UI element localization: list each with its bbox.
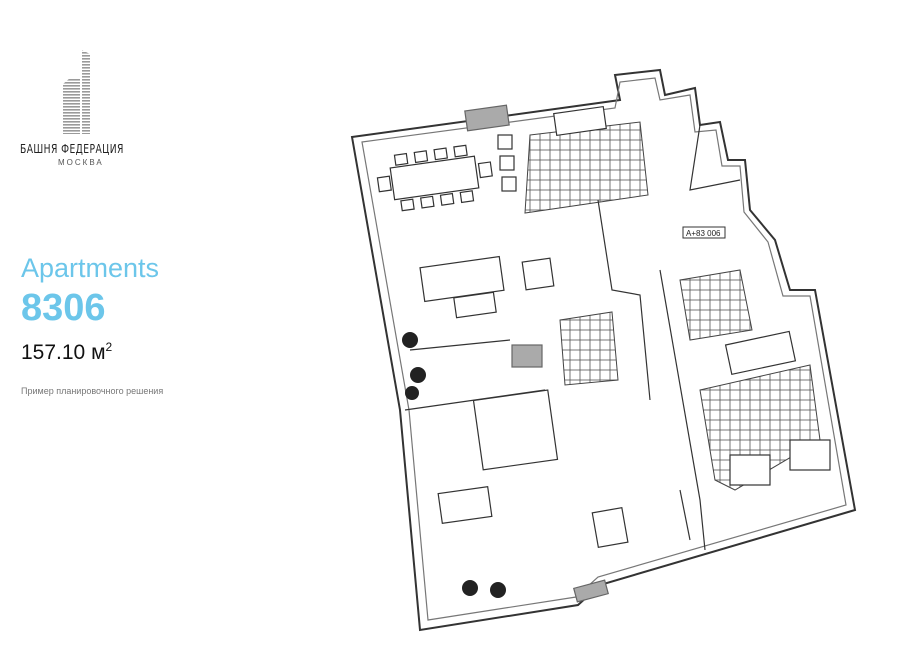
furniture: [376, 105, 831, 549]
unit-label-box: [682, 226, 726, 239]
outer-wall: [350, 68, 857, 632]
apartment-number: 8306: [21, 287, 106, 329]
interior-walls: [404, 124, 741, 551]
kitchen-tiles: [524, 121, 821, 491]
tower-logo-icon: [63, 50, 90, 134]
area-unit: 2: [105, 340, 113, 354]
brand-name: БАШНЯ ФЕДЕРАЦИЯ: [20, 142, 124, 156]
area-value: 157.10 м: [21, 341, 106, 364]
brand-city: МОСКВА: [58, 158, 104, 167]
unit-label: A+83 006: [686, 229, 721, 238]
logo: БАШНЯ ФЕДЕРАЦИЯ МОСКВА: [20, 46, 140, 167]
apartment-area: 157.10 м2: [21, 340, 112, 365]
page-title: Apartments: [21, 253, 160, 283]
plan-note: Пример планировочного решения: [21, 386, 164, 396]
plants: [402, 332, 506, 598]
